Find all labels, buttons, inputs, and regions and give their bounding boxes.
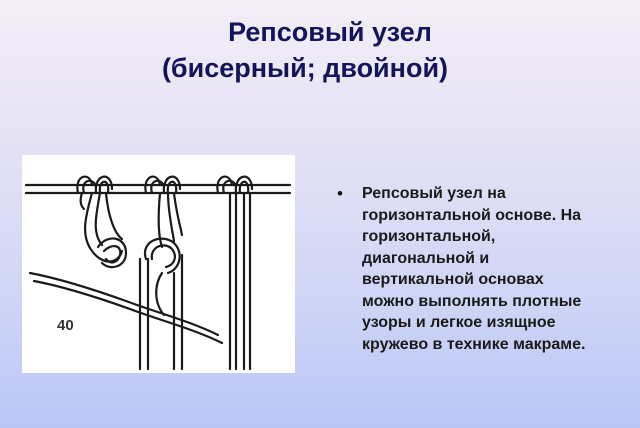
- vertical-loop-inner: [150, 244, 176, 269]
- knot-1: [76, 175, 114, 195]
- cord-1c: [104, 191, 124, 241]
- knot-3: [216, 175, 254, 195]
- vertical-loop-tail: [155, 271, 166, 317]
- title-line-1: Репсовый узел: [228, 17, 432, 47]
- knot-2: [144, 175, 182, 195]
- cord-2a: [157, 191, 164, 249]
- diagonal-cord-lower: [32, 279, 224, 345]
- cord-1b: [94, 191, 104, 247]
- cord-1-short: [79, 191, 86, 211]
- figure-number: 40: [57, 317, 74, 334]
- diagonal-loop-inner: [102, 245, 122, 264]
- slide-title: Репсовый узел (бисерный; двойной): [0, 14, 640, 87]
- cord-2b: [166, 191, 176, 243]
- vertical-loop-outer: [143, 237, 181, 275]
- bullet-list: • Репсовый узел на горизонтальной основе…: [337, 183, 627, 355]
- diagonal-loop: [96, 237, 128, 269]
- title-line-2: (бисерный; двойной): [161, 53, 449, 84]
- bullet-text: Репсовый узел на горизонтальной основе. …: [362, 185, 586, 353]
- knot-illustration: 40: [22, 155, 295, 373]
- knot-diagram: [24, 175, 292, 371]
- cord-1a: [84, 191, 124, 263]
- bullet-marker: •: [337, 184, 343, 203]
- diagonal-cord-upper: [28, 271, 220, 337]
- cord-2c: [172, 191, 184, 237]
